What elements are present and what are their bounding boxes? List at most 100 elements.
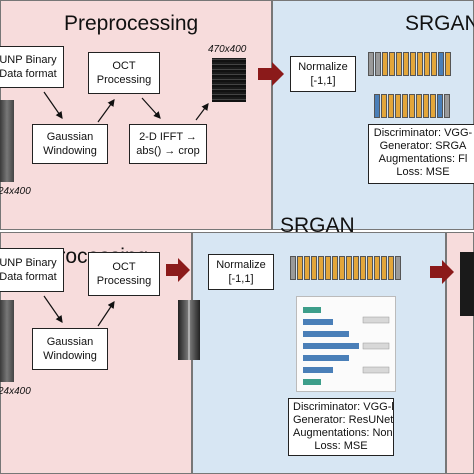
top-binary-line2: Data format (0, 68, 57, 80)
net-block (381, 94, 387, 118)
net-block (437, 94, 443, 118)
bottom-binary-line2: Data format (0, 271, 57, 283)
net-block (374, 256, 380, 280)
net-block (318, 256, 324, 280)
net-block (304, 256, 310, 280)
net-block (290, 256, 296, 280)
bottom-raw-scan-image (0, 300, 14, 382)
top-network-diagram-1 (368, 52, 451, 76)
net-block (388, 94, 394, 118)
bottom-normalize-line1: Normalize (216, 259, 266, 271)
top-oct-processing-box: OCT Processing (88, 52, 160, 94)
top-ifft-box: 2-D IFFT → abs() → crop (129, 124, 207, 164)
top-binary-line1: UNP Binary (0, 54, 57, 66)
top-input-dim-label: 24x400 (0, 186, 31, 197)
net-block (423, 94, 429, 118)
arrow-oct-to-ifft (141, 97, 161, 119)
red-arrow-bottom-2 (430, 260, 454, 284)
arrow-bottom-binary-to-gaussian (43, 295, 63, 323)
architecture-sketch (303, 307, 390, 385)
net-block (346, 256, 352, 280)
top-normalize-line1: Normalize (298, 61, 348, 73)
top-gaussian-line2: Windowing (43, 145, 97, 157)
red-arrow-bottom-1 (166, 258, 190, 282)
net-block (395, 94, 401, 118)
bottom-network-diagram-1 (290, 256, 401, 280)
bottom-srgan-title: SRGAN (280, 214, 355, 237)
net-block (417, 52, 423, 76)
bottom-loss-text: Loss: MSE (314, 440, 368, 452)
top-srgan-info-box: Discriminator: VGG- Generator: SRGA Augm… (368, 124, 474, 184)
top-loss-text: Loss: MSE (396, 166, 450, 178)
top-generator-text: Generator: SRGA (379, 140, 467, 152)
top-oct-line1: OCT (112, 60, 136, 72)
net-block (297, 256, 303, 280)
net-block (410, 52, 416, 76)
top-oct-line2: Processing (96, 74, 152, 86)
top-gaussian-windowing-box: Gaussian Windowing (32, 124, 108, 164)
bottom-normalize-line2: [-1,1] (228, 273, 254, 285)
net-block (325, 256, 331, 280)
net-block (431, 52, 437, 76)
bottom-srgan-info-box: Discriminator: VGG-base Generator: ResUN… (288, 398, 394, 456)
net-block (430, 94, 436, 118)
net-block (396, 52, 402, 76)
net-block (332, 256, 338, 280)
top-augmentations-text: Augmentations: Fl (378, 153, 468, 165)
bottom-augmentations-text: Augmentations: None (293, 427, 394, 439)
net-block (382, 52, 388, 76)
net-block (381, 256, 387, 280)
arrow-gaussian-to-oct (97, 99, 115, 123)
net-block (389, 52, 395, 76)
top-ifft-line1: 2-D IFFT → (139, 131, 197, 143)
bottom-gaussian-line1: Gaussian (46, 336, 94, 348)
arrow-ifft-to-image (195, 103, 209, 121)
net-block (360, 256, 366, 280)
net-block (374, 94, 380, 118)
red-arrow-top (258, 62, 284, 86)
net-block (409, 94, 415, 118)
net-block (402, 94, 408, 118)
bottom-discriminator-text: Discriminator: VGG-base (293, 401, 393, 413)
top-network-diagram-2 (374, 94, 450, 118)
bottom-oct-line1: OCT (112, 261, 136, 273)
bottom-binary-line1: UNP Binary (0, 257, 57, 269)
net-block (395, 256, 401, 280)
bottom-output-scan-image (460, 252, 474, 316)
bottom-generator-text: Generator: ResUNet-a (293, 414, 394, 426)
top-binary-format-box: UNP Binary Data format (0, 46, 64, 88)
bottom-processed-scan-image (178, 300, 200, 360)
bottom-oct-line2: Processing (96, 275, 152, 287)
net-block (424, 52, 430, 76)
net-block (438, 52, 444, 76)
bottom-normalize-box: Normalize [-1,1] (208, 254, 274, 290)
top-ifft-line2: abs() → crop (136, 145, 200, 157)
top-srgan-title: SRGAN (405, 12, 474, 35)
top-processed-scan-image (212, 58, 246, 102)
bottom-gaussian-windowing-box: Gaussian Windowing (32, 328, 108, 370)
top-output-dim-label: 470x400 (208, 44, 247, 55)
bottom-oct-processing-box: OCT Processing (88, 252, 160, 296)
arrow-bottom-gaussian-to-oct (97, 301, 115, 327)
top-preprocessing-title: Preprocessing (64, 12, 199, 35)
top-normalize-box: Normalize [-1,1] (290, 56, 356, 92)
net-block (444, 94, 450, 118)
net-block (367, 256, 373, 280)
net-block (339, 256, 345, 280)
top-gaussian-line1: Gaussian (46, 131, 94, 143)
top-discriminator-text: Discriminator: VGG- (373, 127, 473, 139)
top-raw-scan-image (0, 100, 14, 182)
net-block (353, 256, 359, 280)
net-block (375, 52, 381, 76)
top-preprocessing-panel (0, 0, 272, 230)
net-block (416, 94, 422, 118)
net-block (403, 52, 409, 76)
bottom-binary-format-box: UNP Binary Data format (0, 248, 64, 292)
top-normalize-line2: [-1,1] (310, 75, 336, 87)
net-block (445, 52, 451, 76)
arrow-binary-to-gaussian (43, 91, 63, 119)
bottom-input-dim-label: 24x400 (0, 386, 31, 397)
net-block (388, 256, 394, 280)
net-block (311, 256, 317, 280)
